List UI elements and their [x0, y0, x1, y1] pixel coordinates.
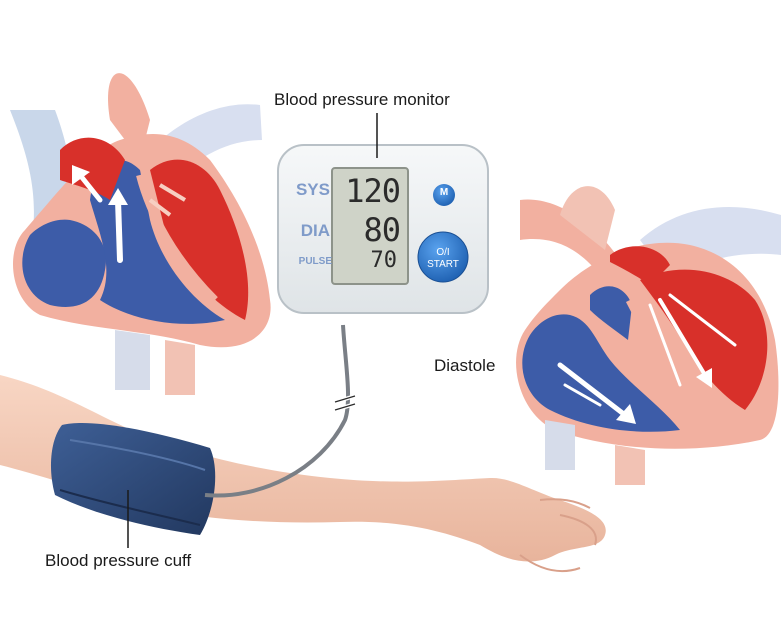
- start-button-label: O/I START: [418, 247, 468, 271]
- blood-pressure-cuff: [50, 324, 356, 535]
- dia-label: DIA: [300, 221, 330, 240]
- start-button-line2: START: [427, 259, 459, 270]
- left-heart-illustration: [10, 73, 271, 395]
- arm-illustration: [0, 375, 606, 573]
- monitor-label: Blood pressure monitor: [274, 90, 450, 109]
- sys-readout: 120: [345, 172, 401, 210]
- diastole-label: Diastole: [434, 356, 496, 375]
- pulse-readout: 70: [370, 248, 398, 273]
- blood-pressure-monitor: [277, 144, 489, 314]
- m-button-label: M: [439, 187, 449, 198]
- sys-label: SYS: [295, 180, 330, 199]
- dia-readout: 80: [363, 211, 401, 249]
- right-heart-illustration: [516, 186, 781, 485]
- pulse-label: PULSE: [298, 256, 332, 267]
- cuff-label: Blood pressure cuff: [45, 551, 192, 570]
- start-button-line1: O/I: [436, 247, 450, 258]
